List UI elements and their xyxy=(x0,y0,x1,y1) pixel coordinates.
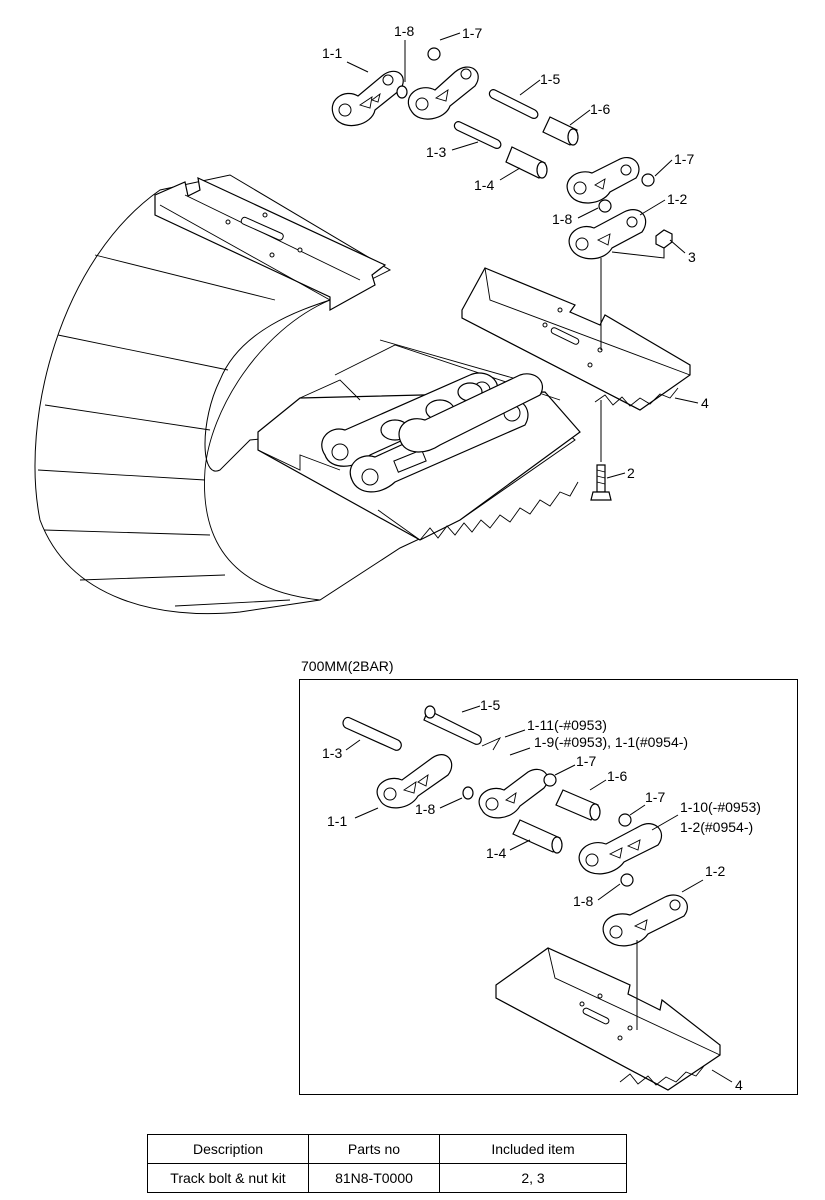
inset-callout-1-7b: 1-7 xyxy=(645,789,665,805)
callout-1-4: 1-4 xyxy=(474,177,494,193)
track-shoe-4 xyxy=(461,267,691,411)
inset-callout-1-2-alt: 1-2(#0954-) xyxy=(680,819,753,835)
header-parts-no: Parts no xyxy=(308,1134,440,1164)
link-1-2-upper xyxy=(566,157,640,204)
inset-callout-1-10: 1-10(-#0953) xyxy=(680,799,761,815)
callout-3: 3 xyxy=(688,249,696,265)
callout-1-7-mid: 1-7 xyxy=(674,151,694,167)
header-included-item: Included item xyxy=(439,1134,627,1164)
inset-callout-1-11: 1-11(-#0953) xyxy=(527,717,607,733)
inset-callout-1-4: 1-4 xyxy=(486,845,506,861)
table-row: Track bolt & nut kit 81N8-T0000 2, 3 xyxy=(147,1163,627,1193)
callout-1-6: 1-6 xyxy=(590,101,610,117)
callout-4: 4 xyxy=(701,395,709,411)
cell-parts-no: 81N8-T0000 xyxy=(308,1163,440,1193)
parts-kit-table: Description Parts no Included item Track… xyxy=(147,1134,627,1193)
inset-title: 700MM(2BAR) xyxy=(301,658,394,674)
inset-callout-1-5: 1-5 xyxy=(480,697,500,713)
callout-2: 2 xyxy=(627,465,635,481)
pin-1-3 xyxy=(453,121,502,149)
inset-callout-1-8b: 1-8 xyxy=(573,893,593,909)
inset-callout-1-6: 1-6 xyxy=(607,768,627,784)
inset-callout-1-8a: 1-8 xyxy=(415,801,435,817)
seal-1-7-mid xyxy=(641,173,655,187)
table-header-row: Description Parts no Included item xyxy=(147,1134,627,1164)
callout-1-3: 1-3 xyxy=(426,144,446,160)
inset-callout-1-3: 1-3 xyxy=(322,745,342,761)
link-1-1-pair xyxy=(407,66,479,120)
callout-1-5: 1-5 xyxy=(540,71,560,87)
callout-1-2: 1-2 xyxy=(667,191,687,207)
bolt-2 xyxy=(590,464,612,501)
inset-parts xyxy=(342,705,721,1091)
inset-callout-1-2: 1-2 xyxy=(705,863,725,879)
cell-included-item: 2, 3 xyxy=(439,1163,627,1193)
seal-1-7-top xyxy=(427,47,441,61)
callout-1-7: 1-7 xyxy=(462,25,482,41)
cell-description: Track bolt & nut kit xyxy=(147,1163,309,1193)
track-link-chain xyxy=(321,372,543,493)
inset-frame xyxy=(299,679,798,1095)
inset-callout-1-9: 1-9(-#0953), 1-1(#0954-) xyxy=(534,734,688,750)
pin-1-5 xyxy=(488,89,539,119)
inset-callout-4: 4 xyxy=(735,1077,743,1093)
callout-1-8-mid: 1-8 xyxy=(552,211,572,227)
inset-callout-1-1: 1-1 xyxy=(327,813,347,829)
seal-1-8-top xyxy=(396,85,408,99)
inset-callout-1-7a: 1-7 xyxy=(576,753,596,769)
seal-1-8-mid xyxy=(598,199,612,213)
callout-1-8: 1-8 xyxy=(394,23,414,39)
nut-3 xyxy=(655,229,673,249)
bushing-1-4 xyxy=(505,146,546,179)
callout-1-1: 1-1 xyxy=(322,45,342,61)
link-1-1 xyxy=(331,70,404,127)
header-description: Description xyxy=(147,1134,309,1164)
